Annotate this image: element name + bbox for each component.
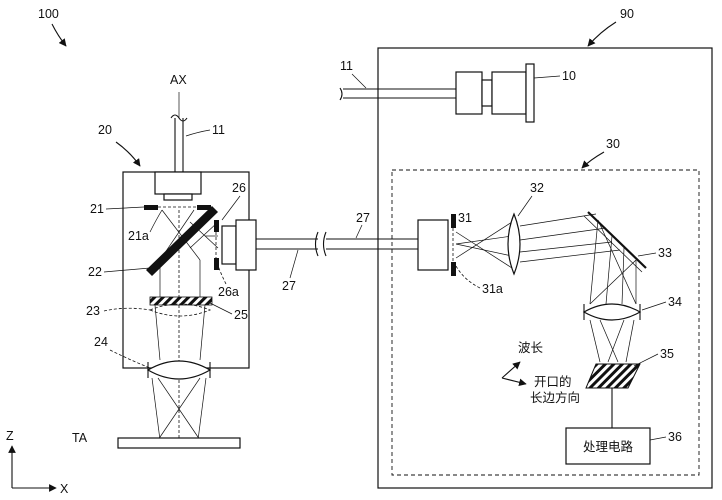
label-11-probe-leader [185,129,211,137]
label-24-leader [109,349,151,369]
spectrometer-rays-diffracted [589,219,637,305]
collimator-head [154,171,202,195]
spectrometer-30 [391,169,700,476]
collimator-lens-32 [507,212,521,276]
label-31: 31 [458,211,472,225]
detector-array-35 [585,363,641,389]
light-source-flange [525,63,535,123]
wavelength-arrow [501,361,521,379]
label-20: 20 [98,123,112,137]
label-23: 23 [86,304,100,318]
slit-direction-label-2: 长边方向 [530,390,580,405]
output-connector-body [235,219,257,271]
label-26a-leader [215,259,227,285]
fiber-connector [455,71,483,115]
label-34: 34 [668,295,682,309]
label-35-leader [633,353,659,367]
connector-neck [481,79,493,107]
label-90: 90 [620,7,634,21]
label-26: 26 [232,181,246,195]
label-25: 25 [234,308,248,322]
label-27-left-leader [289,249,299,279]
fiber-27-break-a [314,231,319,257]
spectrometer-rays-input [455,221,513,269]
label-26-leader [221,195,241,221]
spectrometer-input-connector [417,219,449,271]
slit-31-bottom [451,262,456,276]
z-axis-label: Z [6,429,14,443]
filter-25 [149,296,213,306]
label-30-arrow [581,151,605,169]
label-21-leader [105,206,145,210]
label-10: 10 [562,69,576,83]
label-32-leader [517,195,533,217]
lens-23 [148,303,212,317]
label-10-leader [533,75,561,79]
label-21: 21 [90,202,104,216]
light-source-10 [491,71,527,115]
label-22: 22 [88,265,102,279]
processing-circuit-36 [565,427,651,465]
grating-33-back [583,215,643,273]
label-35: 35 [660,347,674,361]
label-90-arrow [587,21,617,47]
label-21a: 21a [128,229,149,243]
label-11-top: 11 [340,59,353,73]
label-32: 32 [530,181,544,195]
label-24: 24 [94,335,108,349]
aperture-26-top [214,220,219,232]
label-36: 36 [668,430,682,444]
label-34-leader [641,301,667,311]
spectrometer-rays-collimated [519,213,621,263]
figure-label: 100 [38,7,59,21]
fiber-27-break-b [322,231,327,257]
label-20-arrow [115,141,141,167]
wavelength-label: 波长 [518,340,544,355]
probe-housing-20 [122,171,250,369]
aperture-21-left [144,205,158,210]
fiber-break-mark [339,87,343,101]
label-ta: TA [72,431,88,445]
label-11-probe: 11 [212,123,225,137]
x-axis-label: X [60,482,69,496]
collimator-tip [163,193,193,201]
slit-31-top [451,214,456,228]
label-31a: 31a [482,282,503,296]
label-27-right-leader [355,224,363,239]
label-21a-leader [149,209,163,233]
label-30: 30 [606,137,620,151]
label-26a: 26a [218,285,239,299]
axis-label-ax: AX [170,73,187,87]
label-27-left: 27 [282,279,296,293]
label-33-leader [637,252,657,257]
slit-direction-label-1: 开口的 [534,374,572,389]
slit-direction-arrow [501,377,527,387]
spectrometer-rays-focused [589,319,635,363]
label-23-leader [103,307,151,312]
aperture-26-bottom [214,258,219,270]
processing-circuit-label: 处理电路 [583,439,634,454]
target-ta [117,437,241,449]
probe-rays [151,209,219,441]
figure-label-arrow [51,23,67,47]
label-31a-leader [455,265,481,289]
label-33: 33 [658,246,672,260]
label-22-leader [103,267,151,273]
output-connector [221,225,237,265]
beam-splitter-22 [146,206,218,276]
label-36-leader [649,436,667,441]
label-11-top-leader [351,73,367,89]
aperture-21-right [197,205,211,210]
label-27-right: 27 [356,211,370,225]
label-25-leader [209,302,233,315]
